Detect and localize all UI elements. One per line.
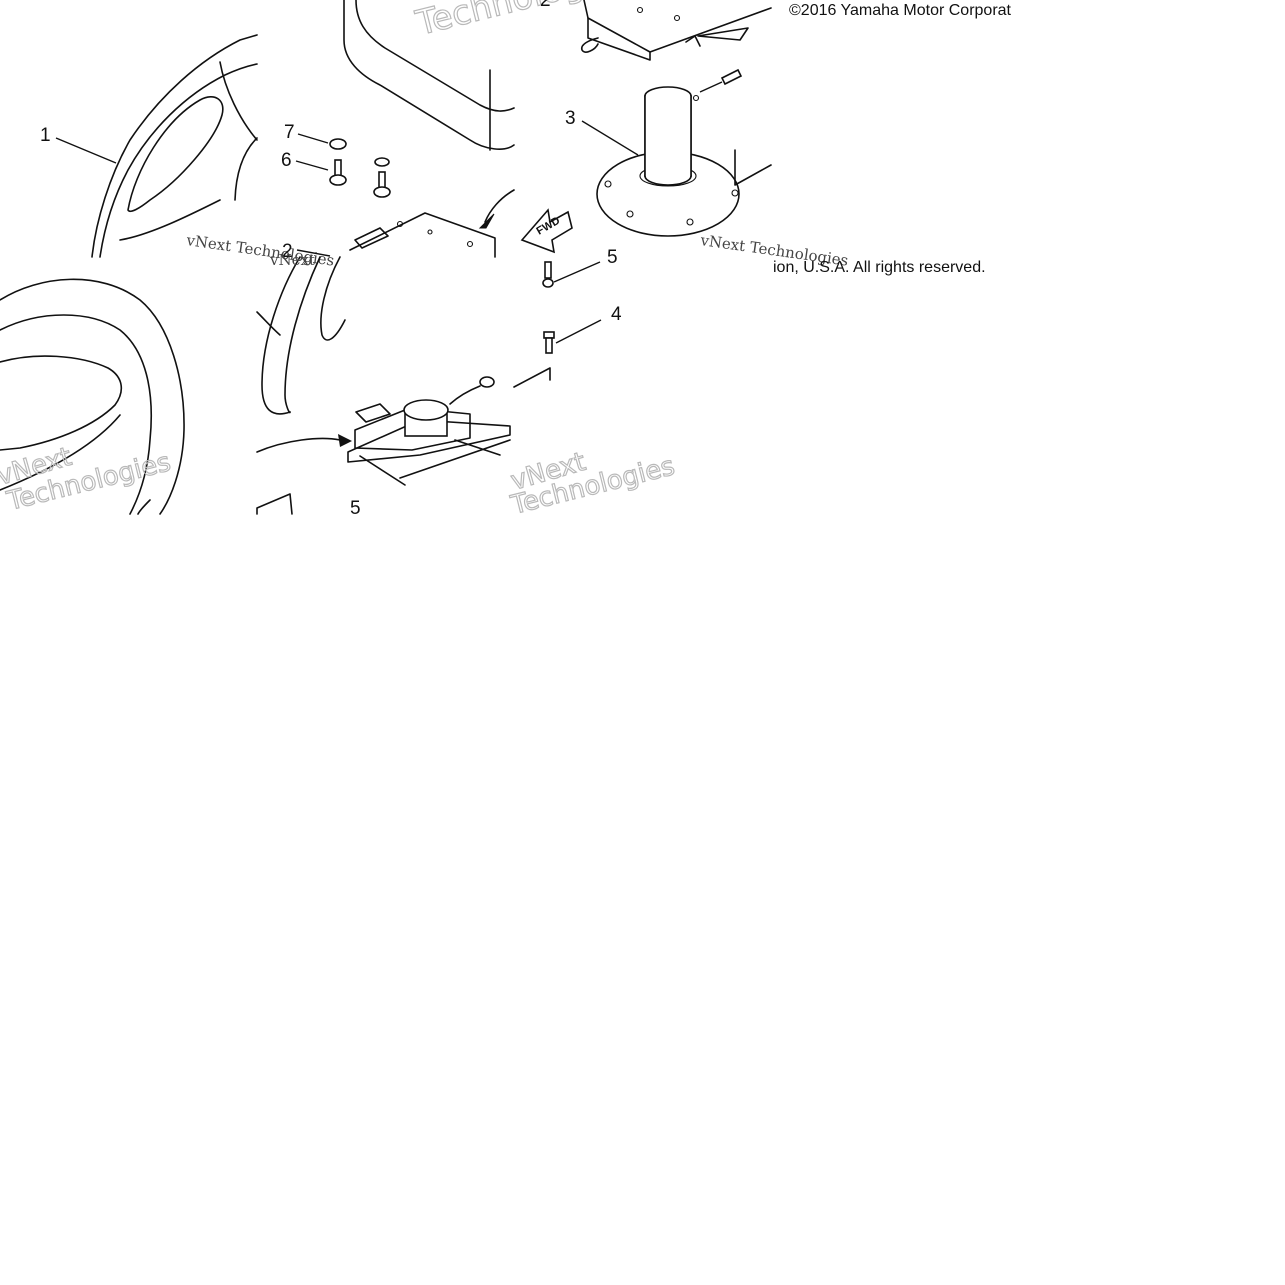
- tile-swivel: vNext: [256, 251, 511, 515]
- callout-5: 5: [350, 498, 361, 519]
- bolt-icon: [378, 171, 386, 189]
- callout-5-top: 5: [607, 247, 618, 268]
- callout-2-top: 2: [540, 0, 551, 11]
- nut-icon: [329, 138, 347, 150]
- watermark-tech-1: Technologies: [412, 0, 635, 44]
- watermark-brand-3: vNext: [269, 251, 315, 269]
- callout-7: 7: [284, 122, 295, 143]
- tile-seat-back-front: vNext Technologies: [0, 278, 185, 518]
- copyright-line-2: ion, U.S.A. All rights reserved.: [773, 259, 986, 276]
- bolt-icon: [544, 261, 552, 279]
- bolt-icon: [543, 331, 555, 339]
- callout-4: 4: [611, 304, 622, 325]
- callout-1: 1: [40, 125, 51, 146]
- callout-6: 6: [281, 150, 292, 171]
- nut-icon: [374, 157, 390, 167]
- tile-pedestal: FWD vNext Technologies: [520, 0, 850, 270]
- copyright-line-1: ©2016 Yamaha Motor Corporat: [789, 2, 1012, 19]
- bolt-icon: [334, 159, 342, 177]
- tile-bolts: vNext Technologies: [507, 261, 678, 522]
- callout-1-leader: [55, 137, 117, 164]
- tile-seat-back-top: [91, 34, 258, 258]
- callout-2: 2: [282, 241, 293, 262]
- callout-3: 3: [565, 108, 576, 129]
